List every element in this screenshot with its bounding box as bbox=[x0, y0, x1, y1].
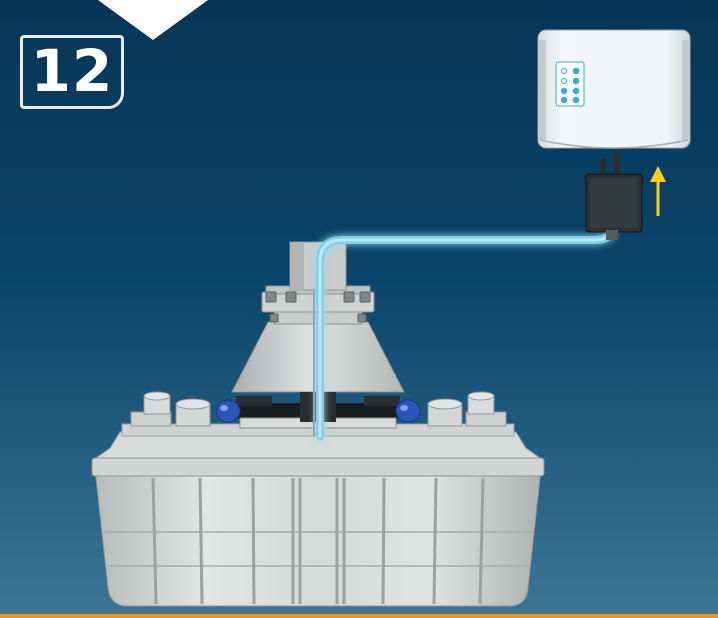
control-panel-label bbox=[556, 62, 584, 106]
arrow-up-icon bbox=[650, 166, 666, 216]
sensor-module bbox=[586, 152, 642, 240]
bottom-accent-strip bbox=[0, 614, 718, 618]
step-number: 12 bbox=[31, 42, 114, 100]
triangle-pointer-icon bbox=[98, 0, 208, 40]
step-badge: 12 bbox=[20, 35, 124, 109]
control-box bbox=[538, 30, 690, 148]
